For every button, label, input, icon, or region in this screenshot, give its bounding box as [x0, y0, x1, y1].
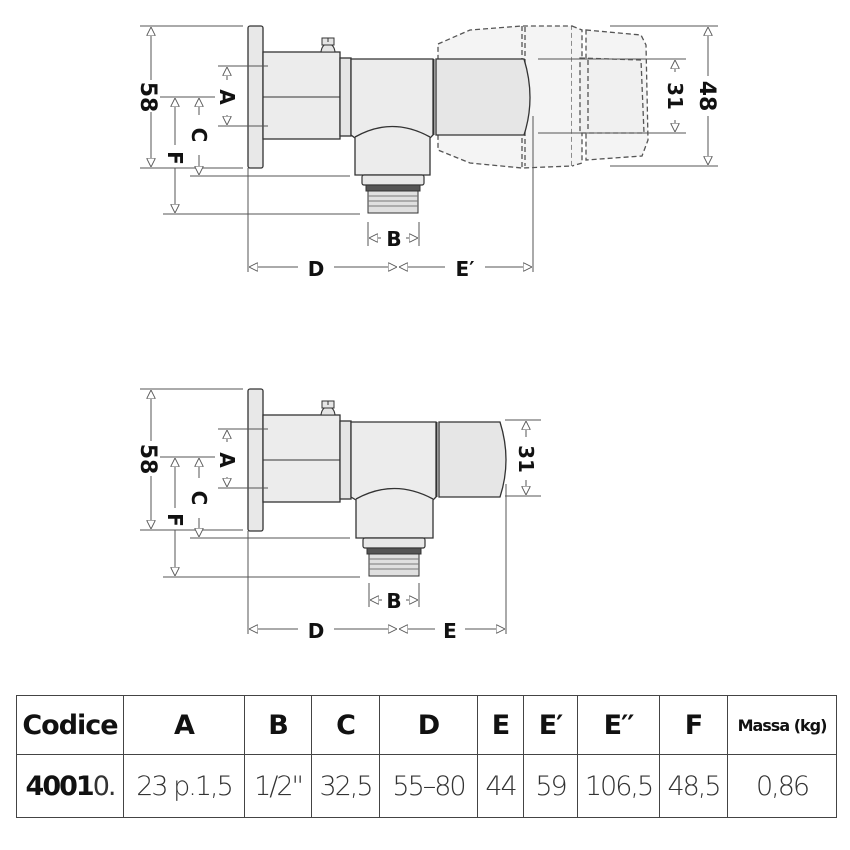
tee-body [350, 421, 437, 539]
label-B-bottom: B [386, 589, 401, 613]
header-e: E [477, 695, 524, 755]
header-d: D [379, 695, 478, 755]
collar [339, 420, 352, 500]
cell-a: 23 p.1,5 [123, 754, 245, 818]
outlet-thread [361, 174, 425, 214]
cell-e-prime: 59 [523, 754, 578, 818]
drawing-bottom-standard: 58 F C A B D E 31 [135, 388, 541, 643]
label-F-bottom: F [163, 513, 187, 527]
label-48-top: 48 [694, 81, 719, 112]
cell-c: 32,5 [311, 754, 380, 818]
label-F-top: F [163, 151, 187, 165]
label-31-top: 31 [663, 82, 687, 110]
cell-d: 55–80 [379, 754, 478, 818]
technical-drawings: 58 F C A B D E′ 31 48 [135, 25, 719, 643]
lock-screw [320, 400, 336, 416]
label-A-bottom: A [215, 452, 239, 468]
lock-screw [320, 37, 336, 53]
cell-massa: 0,86 [727, 754, 837, 818]
dimension-lines [140, 25, 718, 272]
cell-f: 48,5 [659, 754, 728, 818]
label-D-bottom: D [308, 619, 325, 643]
specification-table: Codice A B C D E E′ E′′ F Massa (kg) 400… [16, 695, 837, 818]
tee-body [350, 58, 434, 176]
table-row: 40010. 23 p.1,5 1/2" 32,5 55–80 44 59 10… [16, 754, 837, 818]
table-header-row: Codice A B C D E E′ E′′ F Massa (kg) [16, 695, 837, 755]
cell-codice: 40010. [16, 754, 124, 818]
label-E-prime-top: E′ [456, 257, 475, 281]
header-e-double-prime: E′′ [577, 695, 660, 755]
label-58-top: 58 [135, 82, 160, 113]
label-D-top: D [308, 257, 325, 281]
wall-flange [247, 25, 264, 169]
inlet-body [262, 414, 341, 503]
cell-b: 1/2" [244, 754, 312, 818]
header-codice: Codice [16, 695, 124, 755]
label-C-bottom: C [187, 491, 211, 506]
label-58-bottom: 58 [135, 444, 160, 475]
header-a: A [123, 695, 245, 755]
drawing-top-with-extension: 58 F C A B D E′ 31 48 [135, 25, 719, 281]
cell-e: 44 [477, 754, 524, 818]
codice-prefix: 4001 [25, 770, 95, 802]
collar [339, 57, 352, 137]
label-A-top: A [215, 89, 239, 105]
handle [435, 58, 531, 136]
header-c: C [311, 695, 380, 755]
wall-flange [247, 388, 264, 532]
outlet-thread [362, 537, 426, 577]
label-B-top: B [386, 227, 401, 251]
label-C-top: C [187, 128, 211, 143]
inlet-body [262, 51, 341, 140]
codice-suffix: 0. [92, 770, 117, 802]
header-e-prime: E′ [523, 695, 578, 755]
label-E-bottom: E [443, 619, 457, 643]
label-31-bottom: 31 [514, 445, 538, 473]
dimension-lines [140, 388, 541, 634]
header-f: F [659, 695, 728, 755]
handle [438, 421, 507, 498]
header-massa: Massa (kg) [727, 695, 837, 755]
cell-e-double-prime: 106,5 [577, 754, 660, 818]
header-b: B [244, 695, 312, 755]
